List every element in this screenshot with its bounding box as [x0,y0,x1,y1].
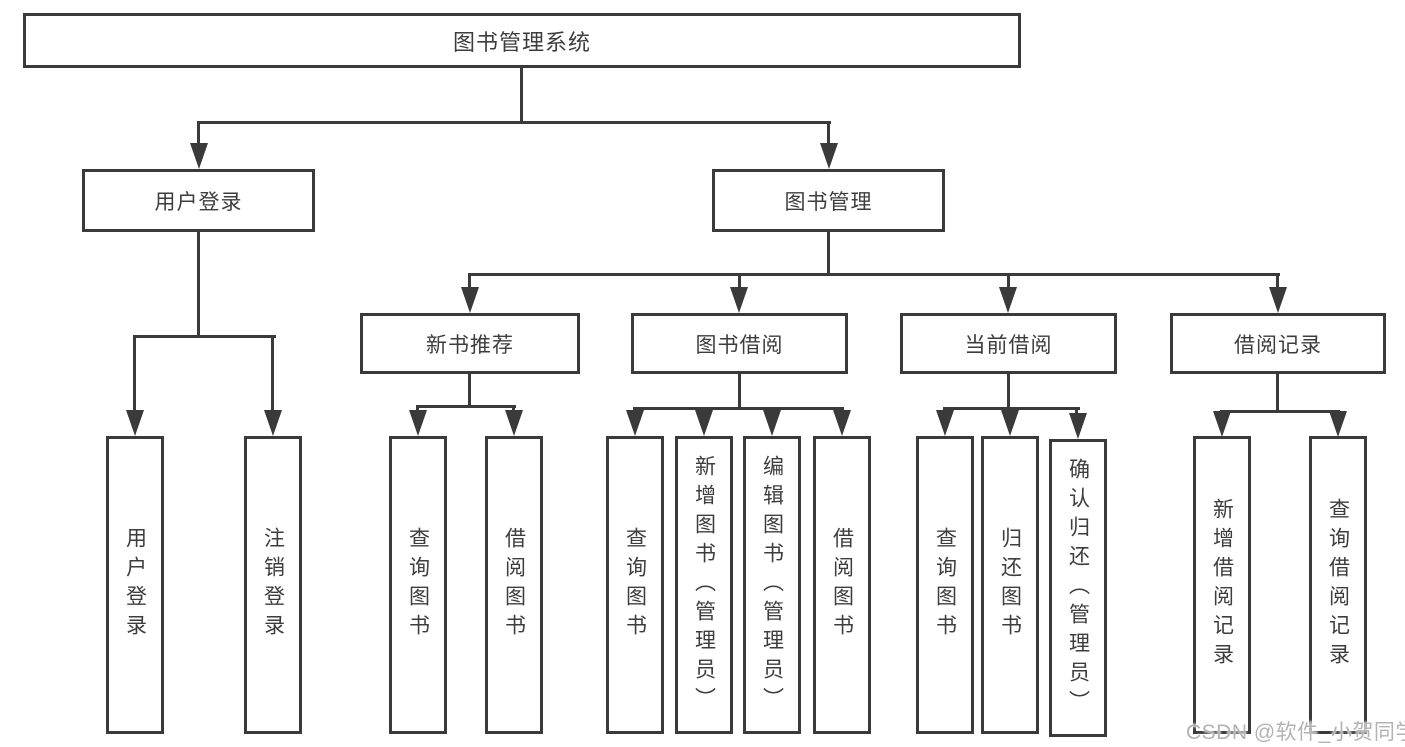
node-label: 新书推荐 [426,333,514,357]
node-borrowing-records: 借阅记录 [1170,313,1386,374]
connector-line [738,273,741,289]
connector-line [271,335,274,412]
node-label: 图书管理 [784,190,873,214]
node-label: 图书借阅 [695,333,784,357]
arrowhead-icon [461,287,479,313]
arrowhead-icon [695,410,713,436]
connector-line [197,121,831,124]
connector-line [468,273,471,289]
node-label: 新增借阅记录 [1210,498,1234,672]
connector-line [512,405,515,412]
connector-line [943,407,946,412]
connector-line [943,407,1080,410]
node-label: 确认归还（管理员） [1066,457,1090,719]
connector-line [416,405,419,412]
connector-line [197,121,200,145]
connector-line [1075,407,1078,415]
connector-line [1008,407,1011,412]
arrowhead-icon [1329,411,1347,437]
connector-line [770,407,773,412]
node-label: 图书管理系统 [452,29,591,55]
arrowhead-icon [820,143,838,169]
node-label: 借阅图书 [502,527,526,643]
node-label: 归还图书 [998,527,1022,643]
node-book-borrowing: 图书借阅 [631,313,848,374]
arrowhead-icon [730,287,748,313]
connector-line [1220,410,1340,413]
arrowhead-icon [1269,287,1287,313]
connector-line [197,232,200,336]
leaf-recommend-query-books: 查询图书 [389,436,447,734]
arrowhead-icon [1069,413,1087,439]
arrowhead-icon [626,410,644,436]
node-label: 借阅记录 [1234,333,1322,357]
connector-line [702,407,705,412]
connector-line [468,273,1280,276]
node-label: 查询图书 [406,527,430,643]
connector-line [468,374,471,405]
arrowhead-icon [409,410,427,436]
leaf-borrowing-edit-books-admin: 编辑图书（管理员） [743,436,801,734]
leaf-records-add-borrow-record: 新增借阅记录 [1193,436,1251,734]
leaf-borrowing-query-books: 查询图书 [606,436,664,734]
arrowhead-icon [505,410,523,436]
connector-line [1007,374,1010,407]
arrowhead-icon [763,410,781,436]
connector-line [1276,273,1279,289]
leaf-logout: 注销登录 [244,436,302,734]
node-label: 查询图书 [933,527,957,643]
arrowhead-icon [264,410,282,436]
arrowhead-icon [999,287,1017,313]
connector-line [633,407,844,410]
watermark: CSDN @软件_小贺同学 [1186,721,1405,744]
connector-line [840,407,843,412]
node-user-login: 用户登录 [82,169,315,232]
leaf-current-return-books: 归还图书 [981,436,1039,734]
arrowhead-icon [1213,411,1231,437]
node-label: 用户登录 [154,190,243,214]
node-label: 编辑图书（管理员） [760,454,784,716]
node-label: 查询图书 [623,527,647,643]
leaf-borrowing-add-books-admin: 新增图书（管理员） [675,436,733,734]
connector-line [738,374,741,407]
arrowhead-icon [833,410,851,436]
node-label: 用户登录 [123,527,147,643]
leaf-current-confirm-return-admin: 确认归还（管理员） [1049,439,1107,737]
connector-line [1276,374,1279,410]
node-label: 注销登录 [261,527,285,643]
node-library-management-system: 图书管理系统 [23,13,1021,68]
leaf-borrowing-borrow-books: 借阅图书 [813,436,871,734]
node-label: 查询借阅记录 [1326,498,1350,672]
leaf-recommend-borrow-books: 借阅图书 [485,436,543,734]
node-book-management: 图书管理 [712,169,945,232]
leaf-records-query-borrow-record: 查询借阅记录 [1309,436,1367,734]
connector-line [827,121,830,145]
leaf-user-login: 用户登录 [106,436,164,734]
node-new-book-recommendation: 新书推荐 [360,313,580,374]
arrowhead-icon [1001,410,1019,436]
node-current-borrowing: 当前借阅 [900,313,1117,374]
connector-line [520,68,523,121]
connector-line [633,407,636,412]
connector-line [133,335,276,338]
node-label: 借阅图书 [830,527,854,643]
arrowhead-icon [126,410,144,436]
arrowhead-icon [936,410,954,436]
connector-line [827,232,830,273]
node-label: 新增图书（管理员） [692,454,716,716]
connector-line [1007,273,1010,289]
arrowhead-icon [190,143,208,169]
connector-line [133,335,136,412]
connector-line [416,405,516,408]
leaf-current-query-books: 查询图书 [916,436,974,734]
node-label: 当前借阅 [964,333,1053,357]
